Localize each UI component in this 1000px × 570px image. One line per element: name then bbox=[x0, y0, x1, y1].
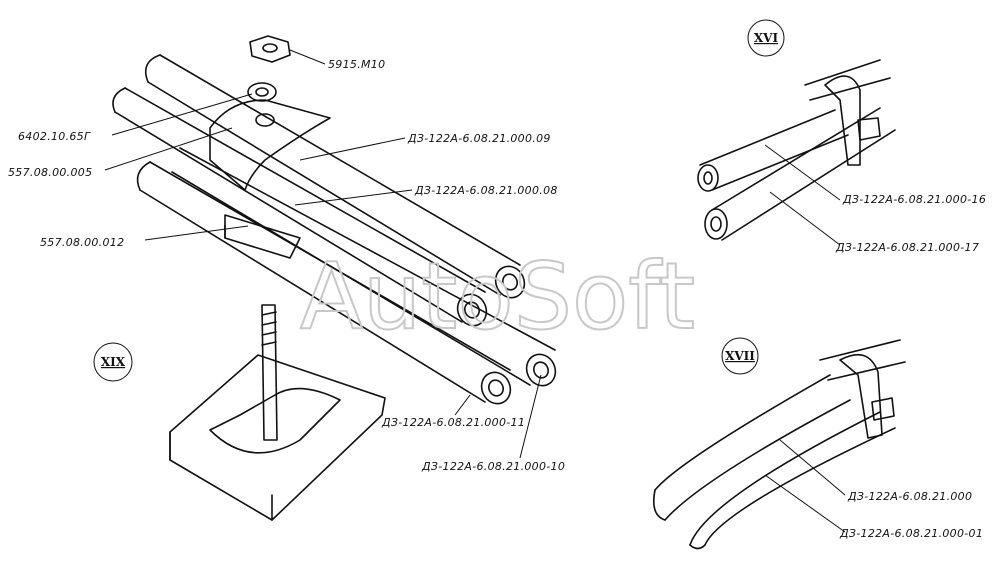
label-tube-08: ДЗ-122А-6.08.21.000.08 bbox=[414, 184, 558, 197]
label-tube-000: ДЗ-122А-6.08.21.000 bbox=[847, 490, 972, 503]
label-plate: 557.08.00.012 bbox=[40, 236, 124, 249]
view-marker-xvi: XVI bbox=[747, 19, 785, 57]
label-clamp: 557.08.00.005 bbox=[8, 166, 92, 179]
label-tube-01: ДЗ-122А-6.08.21.000-01 bbox=[839, 527, 983, 540]
label-washer: 6402.10.65Г bbox=[18, 130, 91, 143]
view-marker-xix: XIX bbox=[93, 342, 133, 382]
svg-text:XVI: XVI bbox=[754, 31, 779, 45]
leader-lines bbox=[104, 49, 846, 533]
tube-08 bbox=[112, 87, 488, 327]
svg-text:XIX: XIX bbox=[101, 355, 126, 369]
tube-11 bbox=[136, 161, 512, 405]
tube-clamp bbox=[209, 99, 331, 191]
label-tube-09: ДЗ-122А-6.08.21.000.09 bbox=[407, 132, 551, 145]
label-tube-16: ДЗ-122А-6.08.21.000-16 bbox=[842, 193, 986, 206]
main-tube-assembly bbox=[112, 35, 557, 405]
view-xvii-assembly bbox=[652, 339, 906, 550]
spacer-plate bbox=[224, 214, 301, 259]
view-marker-xvii: XVII bbox=[721, 337, 759, 375]
label-tube-17: ДЗ-122А-6.08.21.000-17 bbox=[835, 241, 979, 254]
label-tube-11: ДЗ-122А-6.08.21.000-11 bbox=[381, 416, 525, 429]
svg-text:XVII: XVII bbox=[725, 349, 755, 363]
hex-nut bbox=[249, 35, 291, 63]
view-xvi-assembly bbox=[697, 59, 896, 241]
tube-09 bbox=[144, 54, 526, 299]
spring-washer bbox=[247, 82, 277, 102]
view-xix-bolt-plate bbox=[169, 304, 386, 521]
label-nut: 5915.М10 bbox=[328, 58, 385, 71]
label-tube-10: ДЗ-122А-6.08.21.000-10 bbox=[421, 460, 565, 473]
watermark: AutoSoft bbox=[300, 243, 695, 350]
